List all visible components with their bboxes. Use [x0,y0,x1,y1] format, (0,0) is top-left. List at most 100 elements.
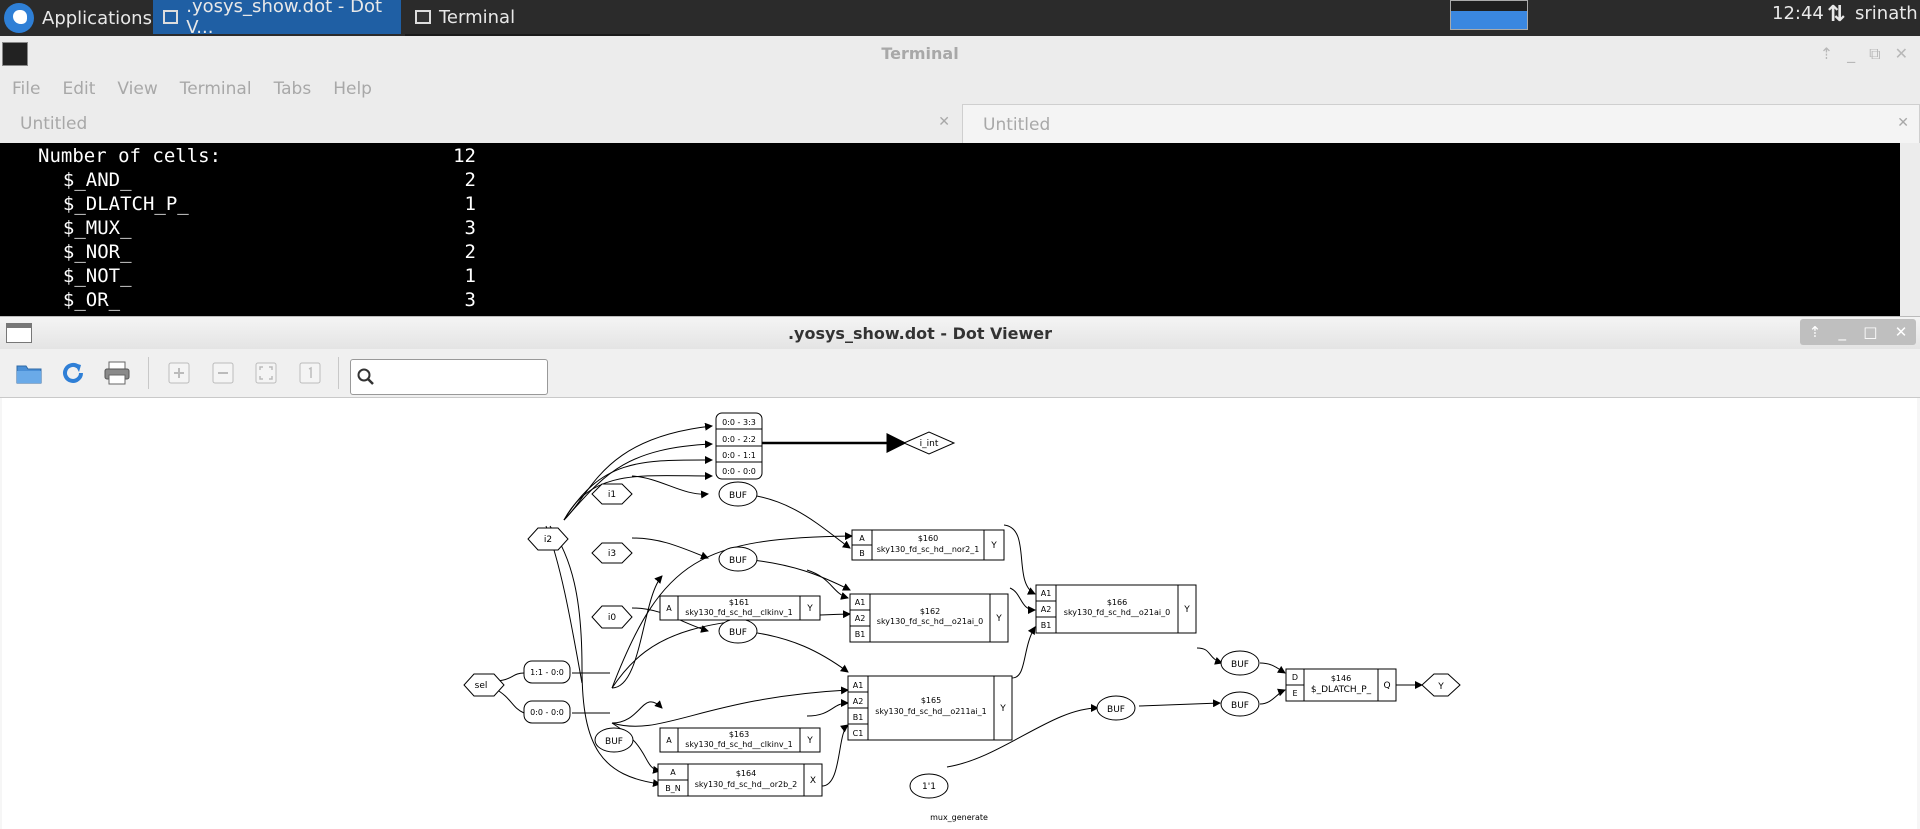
menu-terminal[interactable]: Terminal [179,79,252,99]
cell-162: A1 A2 B1 $162 sky130_fd_sc_hd__o21ai_0 Y [849,593,1009,643]
line-value: 2 [464,169,476,191]
taskbar-item-dot-viewer[interactable]: .yosys_show.dot - Dot V... [153,0,401,38]
buf-node: BUF [718,481,758,507]
graph-canvas[interactable]: 0:0 - 3:3 0:0 - 2:2 0:0 - 1:1 0:0 - 0:0 … [2,398,1917,829]
search-field[interactable] [350,359,548,395]
line-label: $_NOT_ [40,265,132,287]
menu-tabs[interactable]: Tabs [273,79,312,99]
svg-text:$163: $163 [729,730,749,739]
line-label: $_DLATCH_P_ [40,193,189,215]
svg-text:B1: B1 [1041,621,1052,630]
svg-text:Y: Y [1183,605,1190,615]
line-value: 1 [464,193,476,215]
line-value: 1 [464,265,476,287]
input-port-i0: i0 [591,605,633,629]
toolbar-separator [148,357,149,389]
applications-menu[interactable]: Applications [0,0,152,36]
menu-file[interactable]: File [12,79,41,99]
terminal-icon [415,10,431,24]
workspace-switcher[interactable] [1450,0,1528,30]
svg-text:Y: Y [995,614,1002,624]
buf-node: BUF [718,618,758,644]
svg-text:Y: Y [999,704,1006,714]
minimize-icon[interactable]: _ [1847,44,1856,63]
network-icon[interactable]: ⇅ [1827,2,1846,27]
cell-165: A1 A2 B1 C1 $165 sky130_fd_sc_hd__o211ai… [847,675,1013,741]
line-label: $_MUX_ [40,217,132,239]
svg-text:$165: $165 [921,696,941,705]
line-value: 12 [453,145,476,167]
print-icon[interactable] [102,359,132,387]
user-menu[interactable]: srinath [1855,3,1918,24]
maximize-up-icon[interactable]: ⇡ [1819,44,1834,63]
maximize-icon[interactable]: □ [1863,323,1878,341]
line-label: Number of cells: [38,145,222,167]
zoom-out-icon[interactable] [208,359,238,387]
zoom-100-icon[interactable] [295,359,325,387]
bus-label: 0:0 - 2:2 [722,435,756,444]
cell-163: A $163 sky130_fd_sc_hd__clkinv_1 Y [659,727,821,753]
close-icon[interactable]: ✕ [1894,44,1908,63]
close-icon[interactable]: ✕ [1894,323,1908,341]
clock[interactable]: 12:44 [1772,3,1824,24]
svg-text:BUF: BUF [729,556,747,566]
menu-edit[interactable]: Edit [62,79,96,99]
taskbar-item-terminal[interactable]: Terminal [405,0,650,37]
reload-icon[interactable] [58,359,88,387]
applications-label: Applications [42,7,152,29]
output-port-i_int: i_int [902,431,956,455]
svg-text:i3: i3 [608,549,616,559]
taskbar-item-label: .yosys_show.dot - Dot V... [186,0,383,38]
tab-untitled-2[interactable]: Untitled ✕ [962,104,1920,144]
maximize-up-icon[interactable]: ⇡ [1808,323,1822,341]
terminal-scrollbar[interactable] [1900,143,1920,318]
buf-node: BUF [1096,695,1136,721]
terminal-titlebar[interactable]: Terminal ⇡ _ ⧉ ✕ [0,36,1920,72]
line-value: 2 [464,241,476,263]
search-input[interactable] [381,364,545,392]
open-folder-icon[interactable] [14,359,44,387]
tab-label: Untitled [20,114,88,134]
svg-text:A: A [666,736,672,745]
zoom-in-icon[interactable] [164,359,194,387]
sel-split-0: 0:0 - 0:0 [523,700,571,724]
buf-node: BUF [594,727,634,753]
close-tab-icon[interactable]: ✕ [1897,115,1909,131]
buf-node: BUF [1220,650,1260,676]
dot-viewer-toolbar [0,349,1920,398]
terminal-icon [2,42,28,66]
svg-text:Y: Y [806,604,813,614]
close-tab-icon[interactable]: ✕ [938,114,950,130]
svg-text:$166: $166 [1107,598,1127,607]
svg-text:Y: Y [990,541,997,551]
cell-164: A B_N $164 sky130_fd_sc_hd__or2b_2 X [657,763,823,797]
window-title: Terminal [881,44,959,63]
svg-text:X: X [810,776,816,786]
svg-text:BUF: BUF [1231,660,1249,670]
restore-icon[interactable]: ⧉ [1869,44,1881,63]
svg-text:A2: A2 [853,697,864,706]
cell-166: A1 A2 B1 $166 sky130_fd_sc_hd__o21ai_0 Y [1035,584,1197,634]
dot-viewer-titlebar[interactable]: .yosys_show.dot - Dot Viewer ⇡ _ □ ✕ [0,317,1920,349]
line-value: 3 [464,217,476,239]
toolbar-separator [338,357,339,389]
cell-161: A $161 sky130_fd_sc_hd__clkinv_1 Y [659,595,821,621]
svg-text:$161: $161 [729,598,749,607]
terminal-output[interactable]: Number of cells:12 $_AND_2 $_DLATCH_P_1 … [0,143,1900,318]
svg-text:B1: B1 [853,713,864,722]
menu-view[interactable]: View [117,79,158,99]
minimize-icon[interactable]: _ [1838,323,1847,341]
svg-text:sky130_fd_sc_hd__o21ai_0: sky130_fd_sc_hd__o21ai_0 [1064,608,1170,617]
svg-text:sky130_fd_sc_hd__or2b_2: sky130_fd_sc_hd__or2b_2 [695,780,798,789]
svg-text:A1: A1 [855,598,866,607]
zoom-fit-icon[interactable] [251,359,281,387]
svg-text:B1: B1 [855,630,866,639]
svg-text:$160: $160 [918,534,938,543]
tab-label: Untitled [983,115,1051,135]
svg-text:sky130_fd_sc_hd__o21ai_0: sky130_fd_sc_hd__o21ai_0 [877,617,983,626]
menu-help[interactable]: Help [333,79,372,99]
cell-146: D E $146 $_DLATCH_P_ Q [1285,668,1397,702]
top-panel: Applications .yosys_show.dot - Dot V... … [0,0,1920,38]
tab-untitled-1[interactable]: Untitled ✕ [0,104,960,144]
svg-text:BUF: BUF [1107,705,1125,715]
